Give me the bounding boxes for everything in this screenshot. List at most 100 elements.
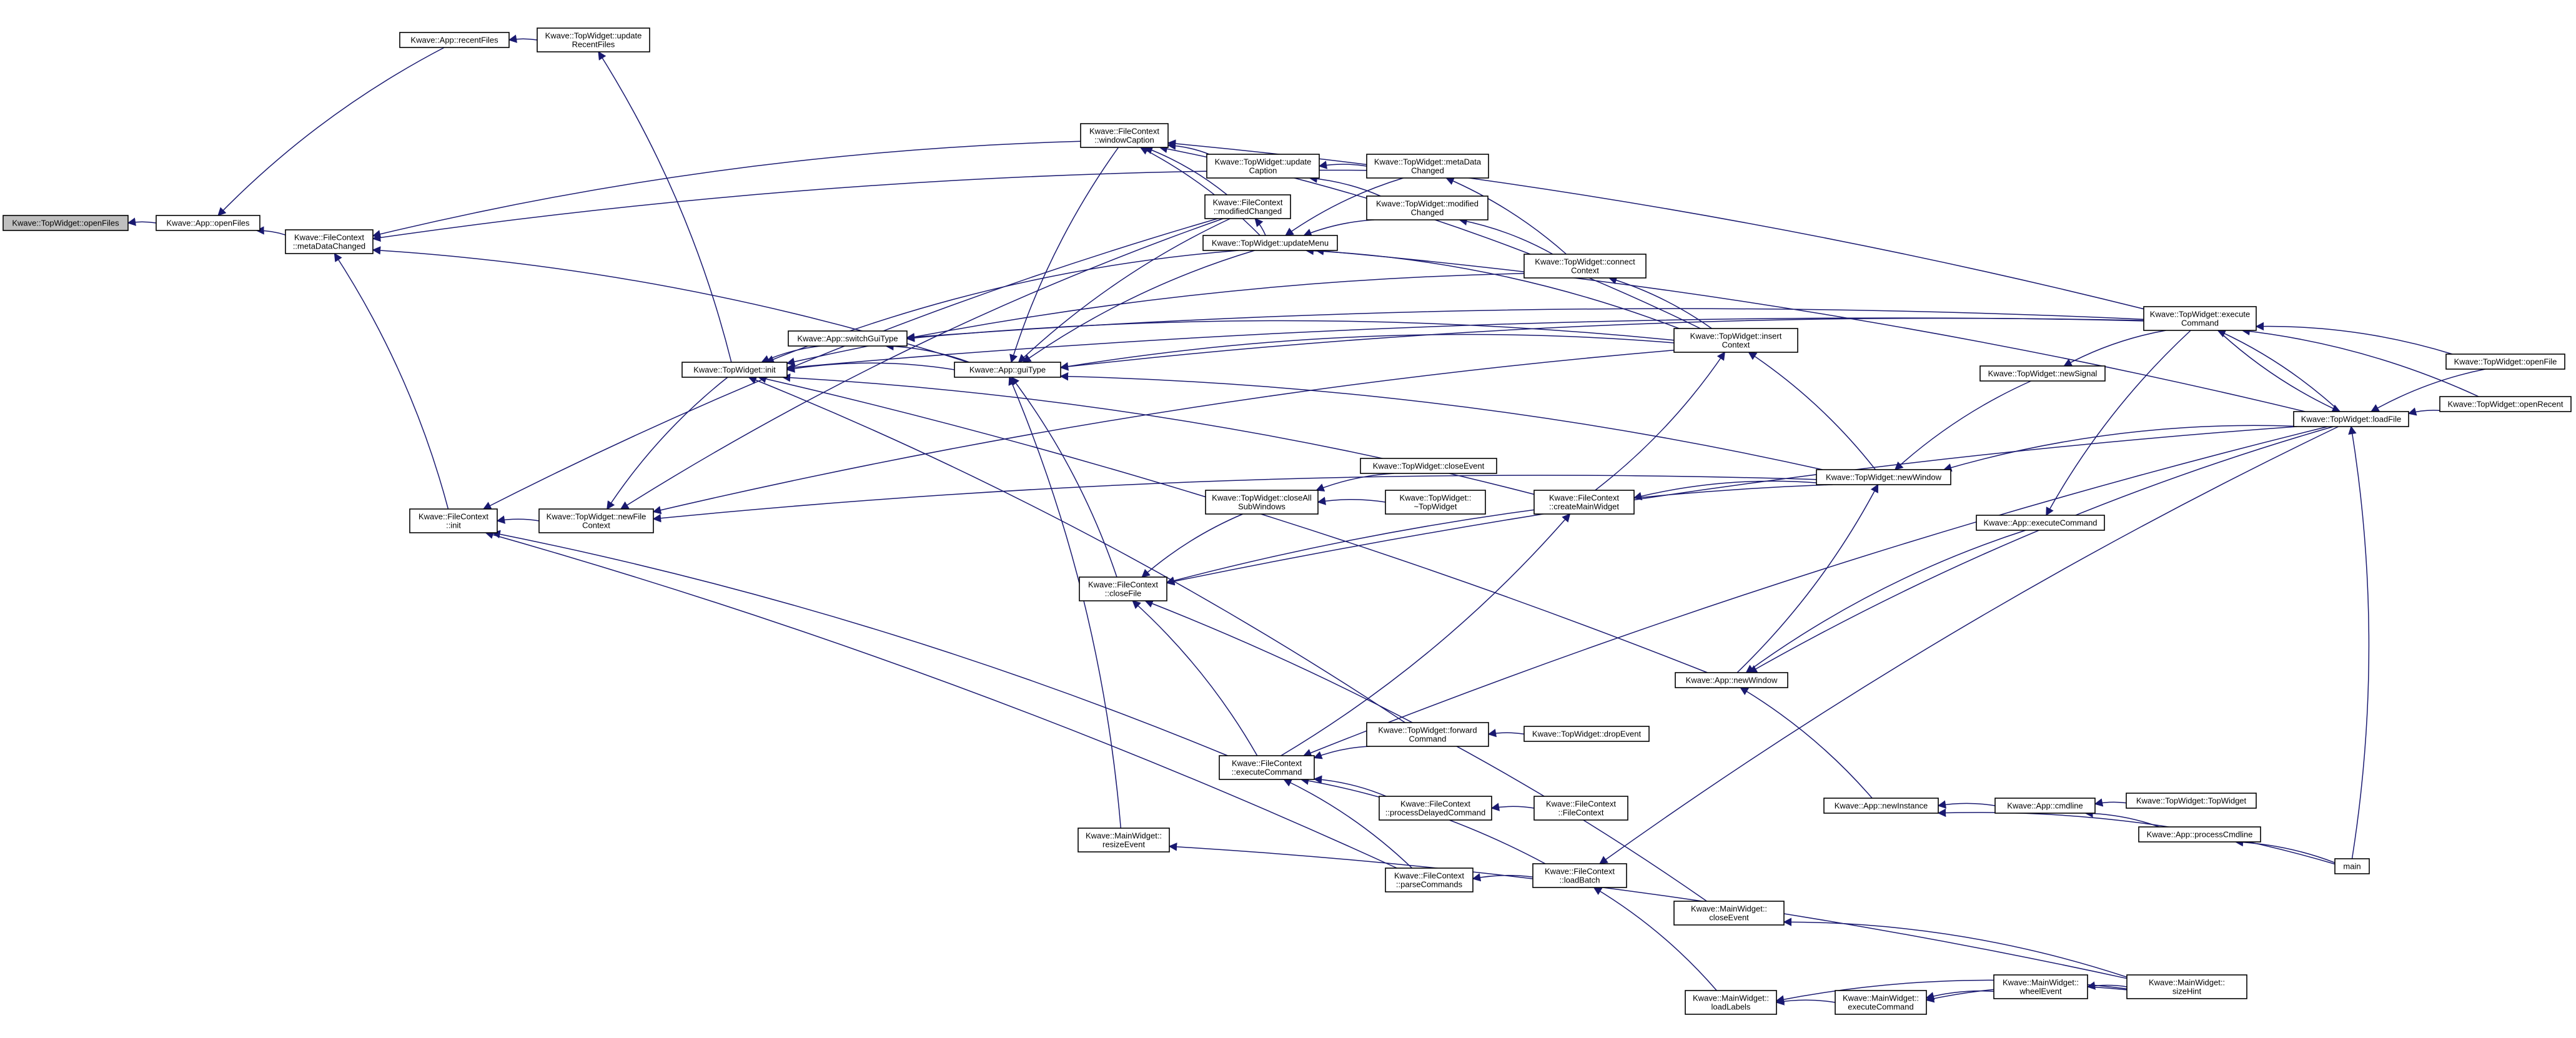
node-loadFile[interactable]: Kwave::TopWidget::loadFile: [2293, 411, 2409, 427]
node-label-dtorTopWidget: ~TopWidget: [1414, 502, 1457, 512]
node-fcInit[interactable]: Kwave::FileContext::init: [409, 508, 498, 533]
node-processDelayedCommand[interactable]: Kwave::FileContext::processDelayedComman…: [1379, 796, 1492, 821]
node-newInstance[interactable]: Kwave::App::newInstance: [1823, 798, 1939, 814]
node-processCmdline[interactable]: Kwave::App::processCmdline: [2138, 826, 2261, 843]
edge-cmdline-to-newInstance: [1937, 800, 1996, 809]
node-resizeEvent[interactable]: Kwave::MainWidget::resizeEvent: [1077, 828, 1170, 853]
node-fcExecuteCommand[interactable]: Kwave::FileContext::executeCommand: [1219, 755, 1315, 780]
node-openRecent[interactable]: Kwave::TopWidget::openRecent: [2439, 396, 2572, 412]
node-recentFiles[interactable]: Kwave::App::recentFiles: [399, 32, 510, 48]
edge-fcModifiedChanged-to-windowCaption: [1144, 146, 1228, 195]
node-box-forwardCommand: [1366, 722, 1489, 747]
node-label-forwardCommand: Command: [1409, 734, 1447, 744]
node-box-twInit: [681, 362, 788, 378]
node-label-fcMetaDataChanged: Kwave::FileContext: [294, 233, 364, 242]
node-closeFile[interactable]: Kwave::FileContext::closeFile: [1079, 576, 1167, 601]
edge-twNewWindow-to-closeFile: [1166, 484, 1833, 585]
node-parseCommands[interactable]: Kwave::FileContext::parseCommands: [1385, 867, 1474, 892]
node-fcModifiedChanged[interactable]: Kwave::FileContext::modifiedChanged: [1204, 194, 1291, 219]
node-dtorTopWidget[interactable]: Kwave::TopWidget::~TopWidget: [1385, 490, 1486, 515]
node-label-insertContext: Context: [1722, 340, 1750, 350]
node-box-newInstance: [1823, 798, 1939, 814]
edge-fcInit-to-fcMetaDataChanged: [334, 252, 449, 510]
node-windowCaption[interactable]: Kwave::FileContext::windowCaption: [1080, 123, 1169, 148]
edge-forwardCommand-to-twInit: [748, 376, 1405, 723]
node-modifiedChanged[interactable]: Kwave::TopWidget::modifiedChanged: [1366, 195, 1489, 220]
node-metaDataChanged[interactable]: Kwave::TopWidget::metaDataChanged: [1366, 154, 1489, 179]
node-appExecuteCommand[interactable]: Kwave::App::executeCommand: [1976, 515, 2105, 531]
node-box-modifiedChanged: [1366, 195, 1489, 220]
edge-forwardCommand-to-fcExecuteCommand: [1313, 746, 1370, 759]
node-label-loadLabels: Kwave::MainWidget::: [1693, 994, 1769, 1003]
edge-insertContext-to-connectContext: [1608, 276, 1712, 329]
node-openFiles[interactable]: Kwave::TopWidget::openFiles: [2, 215, 129, 231]
node-mwExecuteCommand[interactable]: Kwave::MainWidget::executeCommand: [1835, 990, 1927, 1015]
node-mwCloseEvent[interactable]: Kwave::MainWidget::closeEvent: [1673, 901, 1785, 926]
node-cmdline[interactable]: Kwave::App::cmdline: [1994, 798, 2096, 814]
node-guiType[interactable]: Kwave::App::guiType: [954, 362, 1061, 378]
node-box-loadBatch: [1532, 863, 1627, 888]
node-twOpenFile[interactable]: Kwave::TopWidget::openFile: [2445, 353, 2565, 370]
edge-guiType-to-twInit: [786, 362, 955, 373]
edge-parseCommands-to-fcInit: [485, 530, 1397, 869]
node-switchGuiType[interactable]: Kwave::App::switchGuiType: [788, 330, 908, 347]
node-fcMetaDataChanged[interactable]: Kwave::FileContext::metaDataChanged: [285, 229, 374, 254]
node-sizeHint[interactable]: Kwave::MainWidget::sizeHint: [2126, 974, 2247, 999]
node-label-cmdline: Kwave::App::cmdline: [2007, 801, 2083, 811]
edge-mwExecuteCommand-to-loadLabels: [1775, 997, 1836, 1006]
edge-sizeHint-to-resizeEvent: [1168, 843, 2128, 979]
node-label-fcCtor: Kwave::FileContext: [1546, 799, 1616, 809]
node-appOpenFiles[interactable]: Kwave::App::openFiles: [156, 215, 260, 231]
node-label-fcCtor: ::FileContext: [1558, 808, 1604, 818]
edge-openRecent-to-loadFile: [2407, 407, 2440, 416]
node-label-updateCaption: Kwave::TopWidget::update: [1215, 157, 1312, 167]
node-box-dtorTopWidget: [1385, 490, 1486, 515]
node-box-processCmdline: [2138, 826, 2261, 843]
node-label-twExecuteCommand: Kwave::TopWidget::execute: [2150, 310, 2250, 319]
node-label-mwCloseEvent: closeEvent: [1709, 913, 1749, 922]
node-twInit[interactable]: Kwave::TopWidget::init: [681, 362, 788, 378]
node-loadLabels[interactable]: Kwave::MainWidget::loadLabels: [1685, 990, 1777, 1015]
node-dropEvent[interactable]: Kwave::TopWidget::dropEvent: [1523, 726, 1650, 742]
edge-twInit-to-newFileContext: [607, 377, 728, 510]
edge-modifiedChanged-to-updateCaption: [1309, 174, 1381, 197]
edge-fcModifiedChanged-to-guiType: [1018, 218, 1231, 363]
node-closeEventTW[interactable]: Kwave::TopWidget::closeEvent: [1360, 458, 1497, 474]
node-fcCtor[interactable]: Kwave::FileContext::FileContext: [1533, 796, 1628, 821]
edge-loadBatch-to-parseCommands: [1472, 873, 1533, 882]
node-box-fcInit: [409, 508, 498, 533]
node-updateMenu[interactable]: Kwave::TopWidget::updateMenu: [1202, 235, 1338, 251]
node-label-newFileContext: Kwave::TopWidget::newFile: [547, 512, 646, 521]
node-twNewWindow[interactable]: Kwave::TopWidget::newWindow: [1816, 469, 1951, 485]
node-label-loadBatch: Kwave::FileContext: [1545, 867, 1615, 876]
edge-loadFile-to-twNewWindow: [1943, 425, 2294, 472]
node-createMainWidget[interactable]: Kwave::FileContext::createMainWidget: [1533, 490, 1635, 515]
node-label-twExecuteCommand: Command: [2181, 319, 2219, 328]
node-twCtor[interactable]: Kwave::TopWidget::TopWidget: [2126, 793, 2257, 809]
node-label-openFiles: Kwave::TopWidget::openFiles: [12, 219, 119, 228]
edge-fcExecuteCommand-to-fcInit: [492, 530, 1228, 756]
node-box-processDelayedCommand: [1379, 796, 1492, 821]
node-twExecuteCommand[interactable]: Kwave::TopWidget::executeCommand: [2143, 306, 2257, 331]
node-main[interactable]: main: [2334, 858, 2370, 874]
edge-twNewWindow-to-newFileContext: [652, 475, 1817, 523]
node-label-loadFile: Kwave::TopWidget::loadFile: [2301, 415, 2401, 424]
edge-loadFile-to-closeFile: [1166, 426, 2297, 586]
node-label-modifiedChanged: Kwave::TopWidget::modified: [1376, 199, 1479, 209]
node-box-closeEventTW: [1360, 458, 1497, 474]
edge-createMainWidget-to-insertContext: [1595, 351, 1725, 491]
node-newSignal[interactable]: Kwave::TopWidget::newSignal: [1979, 365, 2106, 382]
node-appNewWindow[interactable]: Kwave::App::newWindow: [1675, 672, 1788, 688]
node-label-processDelayedCommand: ::processDelayedCommand: [1385, 808, 1485, 818]
node-loadBatch[interactable]: Kwave::FileContext::loadBatch: [1532, 863, 1627, 888]
edge-dropEvent-to-forwardCommand: [1487, 728, 1525, 738]
node-wheelEvent[interactable]: Kwave::MainWidget::wheelEvent: [1993, 974, 2088, 999]
node-box-fcCtor: [1533, 796, 1628, 821]
